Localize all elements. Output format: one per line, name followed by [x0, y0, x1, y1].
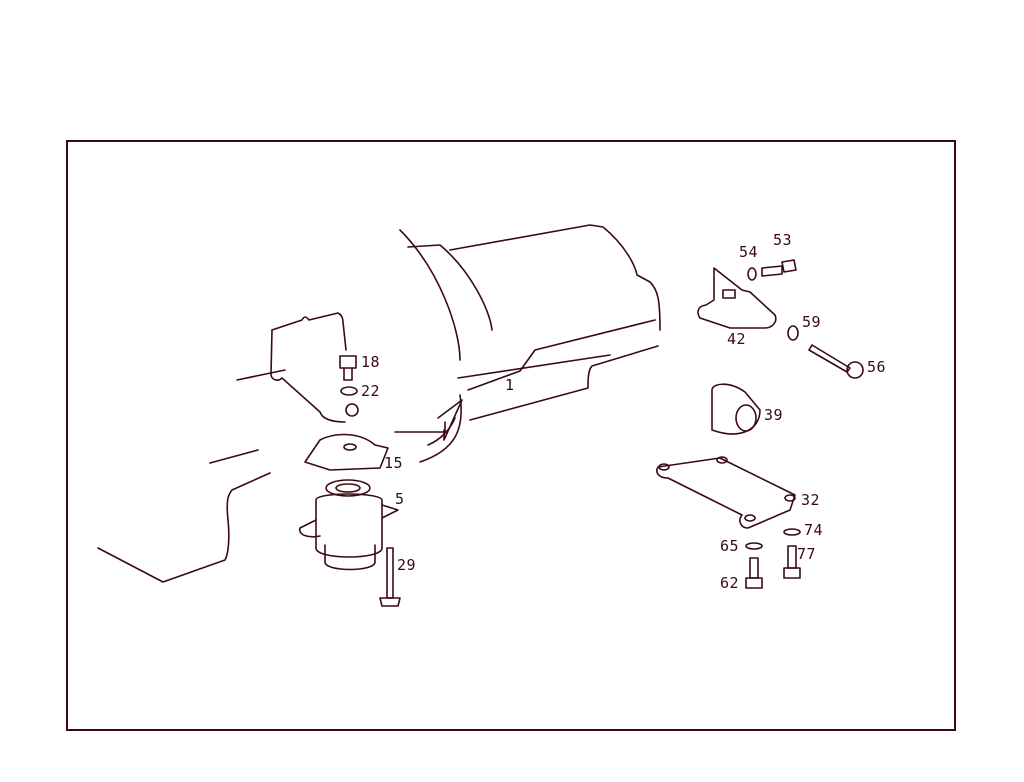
- part-5-engine-mount: [299, 479, 399, 571]
- part-label-42: 42: [727, 330, 747, 348]
- part-74-washer: [783, 528, 801, 536]
- part-label-74: 74: [804, 521, 824, 539]
- part-label-15: 15: [384, 454, 404, 472]
- part-label-53: 53: [773, 231, 793, 249]
- part-label-29: 29: [397, 556, 417, 574]
- diagram-frame: [66, 140, 956, 731]
- part-label-1: 1: [505, 376, 515, 394]
- part-59-washer: [787, 325, 799, 341]
- part-label-77: 77: [797, 545, 817, 563]
- part-32-crossmember: [656, 456, 796, 529]
- part-22-washer: [340, 386, 358, 396]
- transmission-housing: [97, 224, 661, 583]
- part-39-transmission-mount: [711, 383, 761, 435]
- part-53-bolt: [761, 259, 797, 277]
- part-65-washer: [745, 542, 763, 550]
- part-label-54: 54: [739, 243, 759, 261]
- part-label-56: 56: [867, 358, 887, 376]
- part-29-bolt: [379, 547, 401, 607]
- part-label-65: 65: [720, 537, 740, 555]
- part-42-bracket: [697, 267, 777, 329]
- part-label-62: 62: [720, 574, 740, 592]
- part-label-59: 59: [802, 313, 822, 331]
- part-label-39: 39: [764, 406, 784, 424]
- part-54-washer: [747, 267, 757, 281]
- part-label-18: 18: [361, 353, 381, 371]
- part-56-bolt: [808, 344, 864, 379]
- engine-bracket: [270, 312, 359, 423]
- part-label-5: 5: [395, 490, 405, 508]
- part-label-22: 22: [361, 382, 381, 400]
- part-label-32: 32: [801, 491, 821, 509]
- part-77-bolt: [783, 545, 801, 579]
- part-62-bolt: [745, 557, 763, 589]
- part-15-mount-plate: [304, 433, 389, 471]
- part-18-bolt: [339, 355, 357, 381]
